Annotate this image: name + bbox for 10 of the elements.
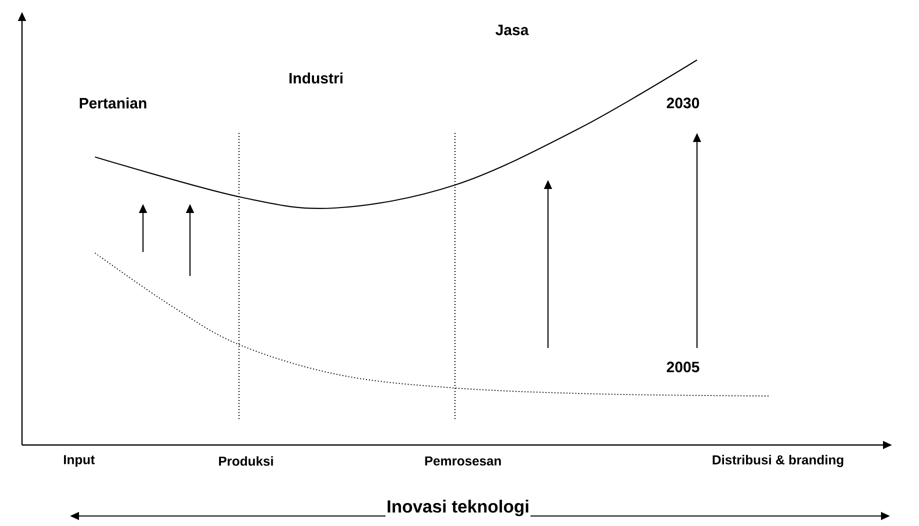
sector-label: Pertanian <box>80 97 146 108</box>
stage-label: Pemrosesan <box>425 456 501 466</box>
sector-label: Industri <box>290 72 342 84</box>
axis-title: Inovasi teknologi <box>386 498 530 518</box>
sector-label: Jasa <box>496 24 529 36</box>
stage-label: Input <box>64 455 95 467</box>
stage-label: Produksi <box>219 456 273 466</box>
year-label: 2005 <box>666 362 700 372</box>
stage-label: Distribusi & branding <box>712 454 844 468</box>
year-label: 2030 <box>666 98 700 108</box>
